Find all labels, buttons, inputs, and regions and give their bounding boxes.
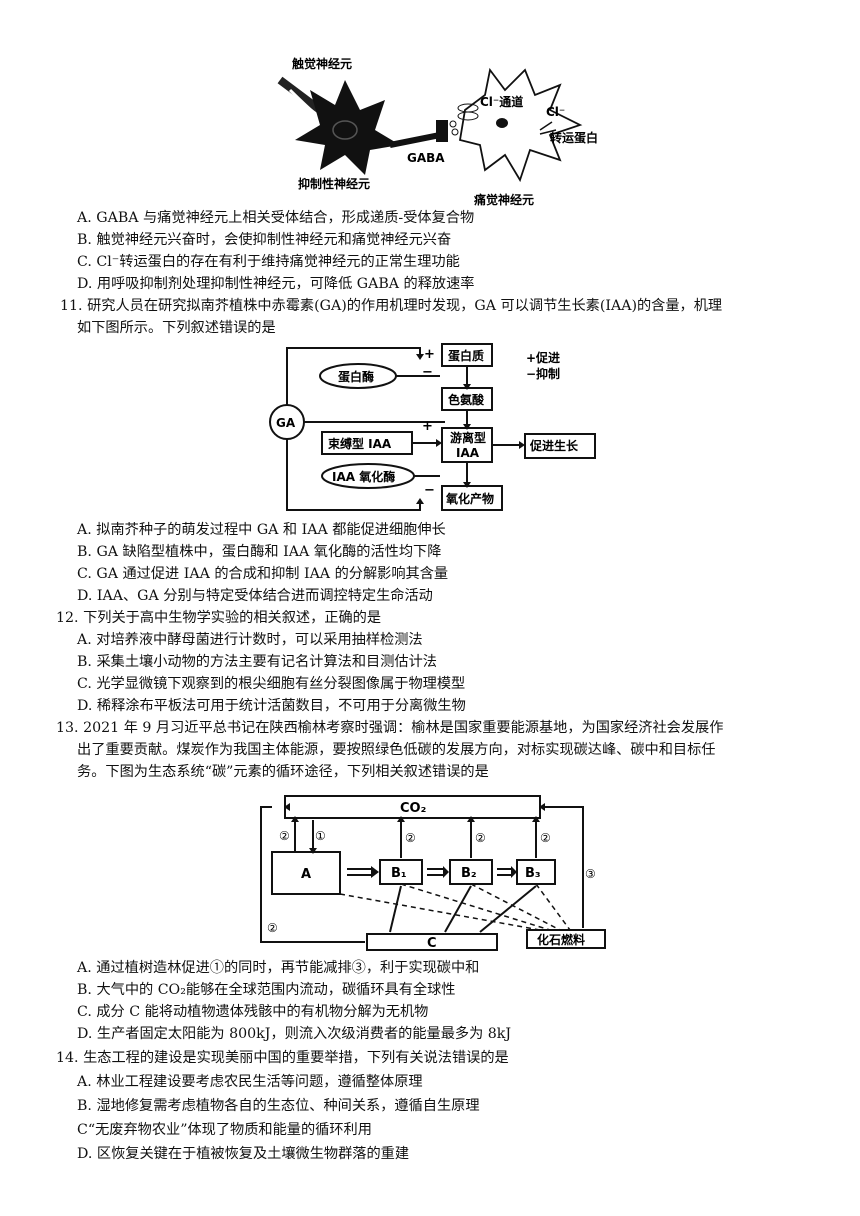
- q11-option-a: A. 拟南芥种子的萌发过程中 GA 和 IAA 都能促进细胞伸长: [77, 522, 446, 538]
- protease-label: 蛋白酶: [338, 369, 374, 384]
- q12-option-b: B. 采集土壤小动物的方法主要有记名计算法和目测估计法: [77, 654, 437, 670]
- q14-option-a: A. 林业工程建设要考虑农民生活等问题，遵循整体原理: [77, 1074, 423, 1090]
- q13-option-b: B. 大气中的 CO₂能够在全球范围内流动，碳循环具有全球性: [77, 982, 456, 998]
- transporter-label: 转运蛋白: [550, 130, 598, 145]
- c-label: C: [427, 936, 437, 951]
- touch-neuron-label: 触觉神经元: [292, 56, 352, 71]
- q14-stem: 14. 生态工程的建设是实现美丽中国的重要举措，下列有关说法错误的是: [56, 1050, 509, 1066]
- bound-iaa-label: 束缚型 IAA: [327, 436, 392, 451]
- b1-label: B₁: [391, 866, 407, 881]
- free-iaa-label-2: IAA: [456, 446, 480, 460]
- q12-stem: 12. 下列关于高中生物学实验的相关叙述，正确的是: [56, 610, 382, 626]
- q12-option-d: D. 稀释涂布平板法可用于统计活菌数目，不可用于分离微生物: [77, 698, 466, 714]
- fossil-fuel-label: 化石燃料: [537, 932, 585, 947]
- cl-ion-label: Cl⁻: [546, 105, 565, 119]
- minus-mark-1: −: [422, 365, 433, 380]
- q12-option-a: A. 对培养液中酵母菌进行计数时，可以采用抽样检测法: [77, 632, 423, 648]
- num-2-a: ②: [279, 829, 290, 843]
- q13-option-d: D. 生产者固定太阳能为 800kJ，则流入次级消费者的能量最多为 8kJ: [77, 1026, 512, 1042]
- q10-option-d: D. 用呼吸抑制剂处理抑制性神经元，可降低 GABA 的释放速率: [77, 276, 475, 292]
- neuron-figure: 触觉神经元 抑制性神经元 GABA Cl⁻通道 Cl⁻ 转运蛋白 痛觉神经元: [277, 56, 598, 207]
- q11-stem-1: 11. 研究人员在研究拟南芥植株中赤霉素(GA)的作用机理时发现，GA 可以调节…: [60, 298, 723, 314]
- minus-mark-2: −: [424, 483, 435, 498]
- q10-option-a: A. GABA 与痛觉神经元上相关受体结合，形成递质-受体复合物: [77, 210, 475, 226]
- q13-option-c: C. 成分 C 能将动植物遗体残骸中的有机物分解为无机物: [77, 1004, 429, 1020]
- free-iaa-label-1: 游离型: [450, 430, 486, 445]
- q11-option-b: B. GA 缺陷型植株中，蛋白酶和 IAA 氧化酶的活性均下降: [77, 544, 442, 560]
- num-2-b3: ②: [540, 831, 551, 845]
- ga-label: GA: [276, 416, 296, 430]
- inhibitory-neuron-label: 抑制性神经元: [298, 176, 370, 191]
- ga-iaa-figure: GA 蛋白质 蛋白酶 色氨酸 束缚型 IAA 游离型 IAA 促进生长 IAA …: [269, 343, 596, 511]
- oxidation-product-label: 氧化产物: [445, 491, 494, 506]
- iaa-oxidase-label: IAA 氧化酶: [332, 469, 395, 484]
- legend-minus: −抑制: [526, 366, 560, 381]
- plus-mark-1: +: [424, 347, 435, 362]
- q13-stem-3: 务。下图为生态系统“碳”元素的循环途径，下列相关叙述错误的是: [77, 764, 489, 780]
- num-2-b1: ②: [405, 831, 416, 845]
- q11-option-d: D. IAA、GA 分别与特定受体结合进而调控特定生命活动: [77, 588, 433, 604]
- a-label: A: [301, 867, 311, 882]
- q13-stem-2: 出了重要贡献。煤炭作为我国主体能源，要按照绿色低碳的发展方向，对标实现碳达峰、碳…: [77, 742, 716, 758]
- plus-mark-2: +: [422, 419, 433, 434]
- protein-label: 蛋白质: [448, 348, 484, 363]
- q10-option-b: B. 触觉神经元兴奋时，会使抑制性神经元和痛觉神经元兴奋: [77, 232, 452, 248]
- carbon-cycle-figure: CO₂ A B₁ B₂ B₃ C 化石燃料 ② ① ② ② ② ② ③: [260, 795, 606, 951]
- gaba-label: GABA: [407, 151, 445, 165]
- q14-option-c: C“无废弃物农业”体现了物质和能量的循环利用: [77, 1122, 372, 1138]
- num-3: ③: [585, 867, 596, 881]
- q13-option-a: A. 通过植树造林促进①的同时，再节能减排③，利于实现碳中和: [77, 960, 480, 976]
- q10-option-c: C. Cl⁻转运蛋白的存在有利于维持痛觉神经元的正常生理功能: [77, 254, 460, 270]
- q11-option-c: C. GA 通过促进 IAA 的合成和抑制 IAA 的分解影响其含量: [77, 566, 449, 582]
- num-2-left: ②: [267, 921, 278, 935]
- legend-plus: +促进: [526, 350, 560, 365]
- q11-stem-2: 如下图所示。下列叙述错误的是: [77, 320, 276, 336]
- q13-stem-1: 13. 2021 年 9 月习近平总书记在陕西榆林考察时强调：榆林是国家重要能源…: [56, 720, 724, 736]
- num-1: ①: [315, 829, 326, 843]
- q14-option-d: D. 区恢复关键在于植被恢复及土壤微生物群落的重建: [77, 1146, 410, 1162]
- q14-option-b: B. 湿地修复需考虑植物各自的生态位、种间关系，遵循自生原理: [77, 1098, 480, 1114]
- promote-growth-label: 促进生长: [529, 438, 579, 453]
- b3-label: B₃: [525, 866, 541, 881]
- co2-label: CO₂: [400, 801, 426, 816]
- b2-label: B₂: [461, 866, 477, 881]
- num-2-b2: ②: [475, 831, 486, 845]
- pain-neuron-shape: [458, 67, 583, 183]
- cl-channel-label: Cl⁻通道: [480, 94, 523, 109]
- q12-option-c: C. 光学显微镜下观察到的根尖细胞有丝分裂图像属于物理模型: [77, 676, 466, 692]
- pain-neuron-label: 痛觉神经元: [473, 192, 534, 207]
- inhibitory-neuron-shape: [295, 80, 400, 175]
- tryptophan-label: 色氨酸: [448, 392, 485, 407]
